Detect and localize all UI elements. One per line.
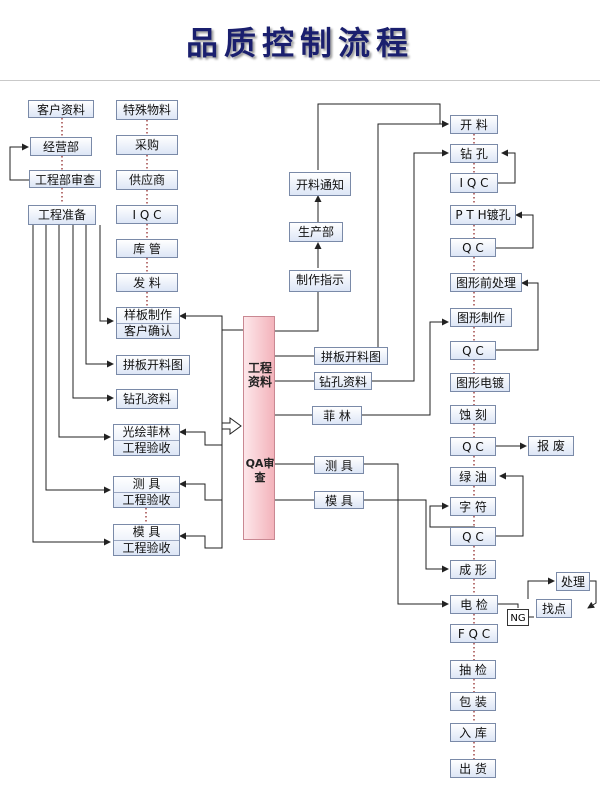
node-iqc-right: I Q C [450,173,498,193]
node-find-point: 找点 [536,599,572,618]
mold-accept-label: 工程验收 [114,540,179,556]
node-warehouse: 库 管 [116,239,178,258]
node-forming: 成 形 [450,560,496,579]
node-iqc-left: I Q C [116,205,178,224]
node-issue-material: 发 料 [116,273,178,292]
photoplot-accept-label: 工程验收 [114,440,179,456]
node-pattern: 图形制作 [450,308,512,327]
node-qc-2: Q C [450,341,496,360]
test-fixture-accept-label: 工程验收 [114,492,179,508]
customer-confirm-label: 客户确认 [117,323,179,339]
photoplot-film-label: 光绘菲林 [122,425,171,439]
node-drill-data-left: 钻孔资料 [116,389,178,409]
mold-label: 模 具 [132,525,161,539]
qa-review-bar: 工程资料 QA审查 [243,316,275,540]
node-e-test: 电 检 [450,595,498,614]
eng-data-vertical-label: 工程资料 [247,361,272,389]
node-packing: 包 装 [450,692,496,711]
node-photoplot-accept: 光绘菲林 工程验收 [113,424,180,456]
node-legend: 字 符 [450,497,496,516]
node-etching: 蚀 刻 [450,405,496,424]
page-title: 品质控制流程 [185,24,414,62]
node-pre-treatment: 图形前处理 [450,273,522,292]
qa-review-vertical-label: QA审查 [245,457,275,484]
dotted-sequence-arrows [61,118,475,759]
node-mold-accept: 模 具 工程验收 [113,524,180,556]
sample-make-label: 样板制作 [123,308,172,322]
node-production-instruction: 制作指示 [289,270,351,292]
node-special-material: 特殊物料 [116,100,178,120]
node-drill-data-center: 钻孔资料 [314,372,372,390]
node-sample-confirm: 样板制作 客户确认 [116,307,180,339]
node-qc-4: Q C [450,527,496,546]
node-fqc: F Q C [450,624,498,643]
node-eng-review: 工程部审查 [29,170,101,188]
node-eng-prep: 工程准备 [28,205,96,225]
node-solder-mask: 绿 油 [450,467,496,486]
node-sales-dept: 经营部 [30,137,92,156]
node-sampling: 抽 检 [450,660,496,679]
ng-label: NG [507,609,529,626]
node-cutting-notice: 开料通知 [289,172,351,196]
node-qc-3: Q C [450,437,496,456]
test-fixture-label: 测 具 [132,477,161,491]
node-handle: 处理 [556,572,590,591]
node-panel-drawing-center: 拼板开料图 [314,347,388,365]
node-production-dept: 生产部 [289,222,343,242]
node-scrap: 报 废 [528,436,574,456]
node-cutting: 开 料 [450,115,498,134]
node-panel-drawing-left: 拼板开料图 [116,355,190,375]
node-storage: 入 库 [450,723,496,742]
hollow-arrow-icon [221,417,242,435]
node-purchasing: 采购 [116,135,178,155]
node-test-tool: 测 具 [314,456,364,474]
node-shipping: 出 货 [450,759,496,778]
node-film: 菲 林 [312,406,362,425]
node-plating: 图形电镀 [450,373,510,392]
node-customer-data: 客户资料 [28,100,94,118]
solid-flow-arrows [9,103,597,618]
node-mold-tool: 模 具 [314,491,364,509]
node-test-fixture-accept: 测 具 工程验收 [113,476,180,508]
node-supplier: 供应商 [116,170,178,190]
title-divider [0,80,600,81]
node-drilling: 钻 孔 [450,144,498,163]
node-qc-1: Q C [450,238,496,257]
node-pth: P T H镀孔 [450,205,516,225]
